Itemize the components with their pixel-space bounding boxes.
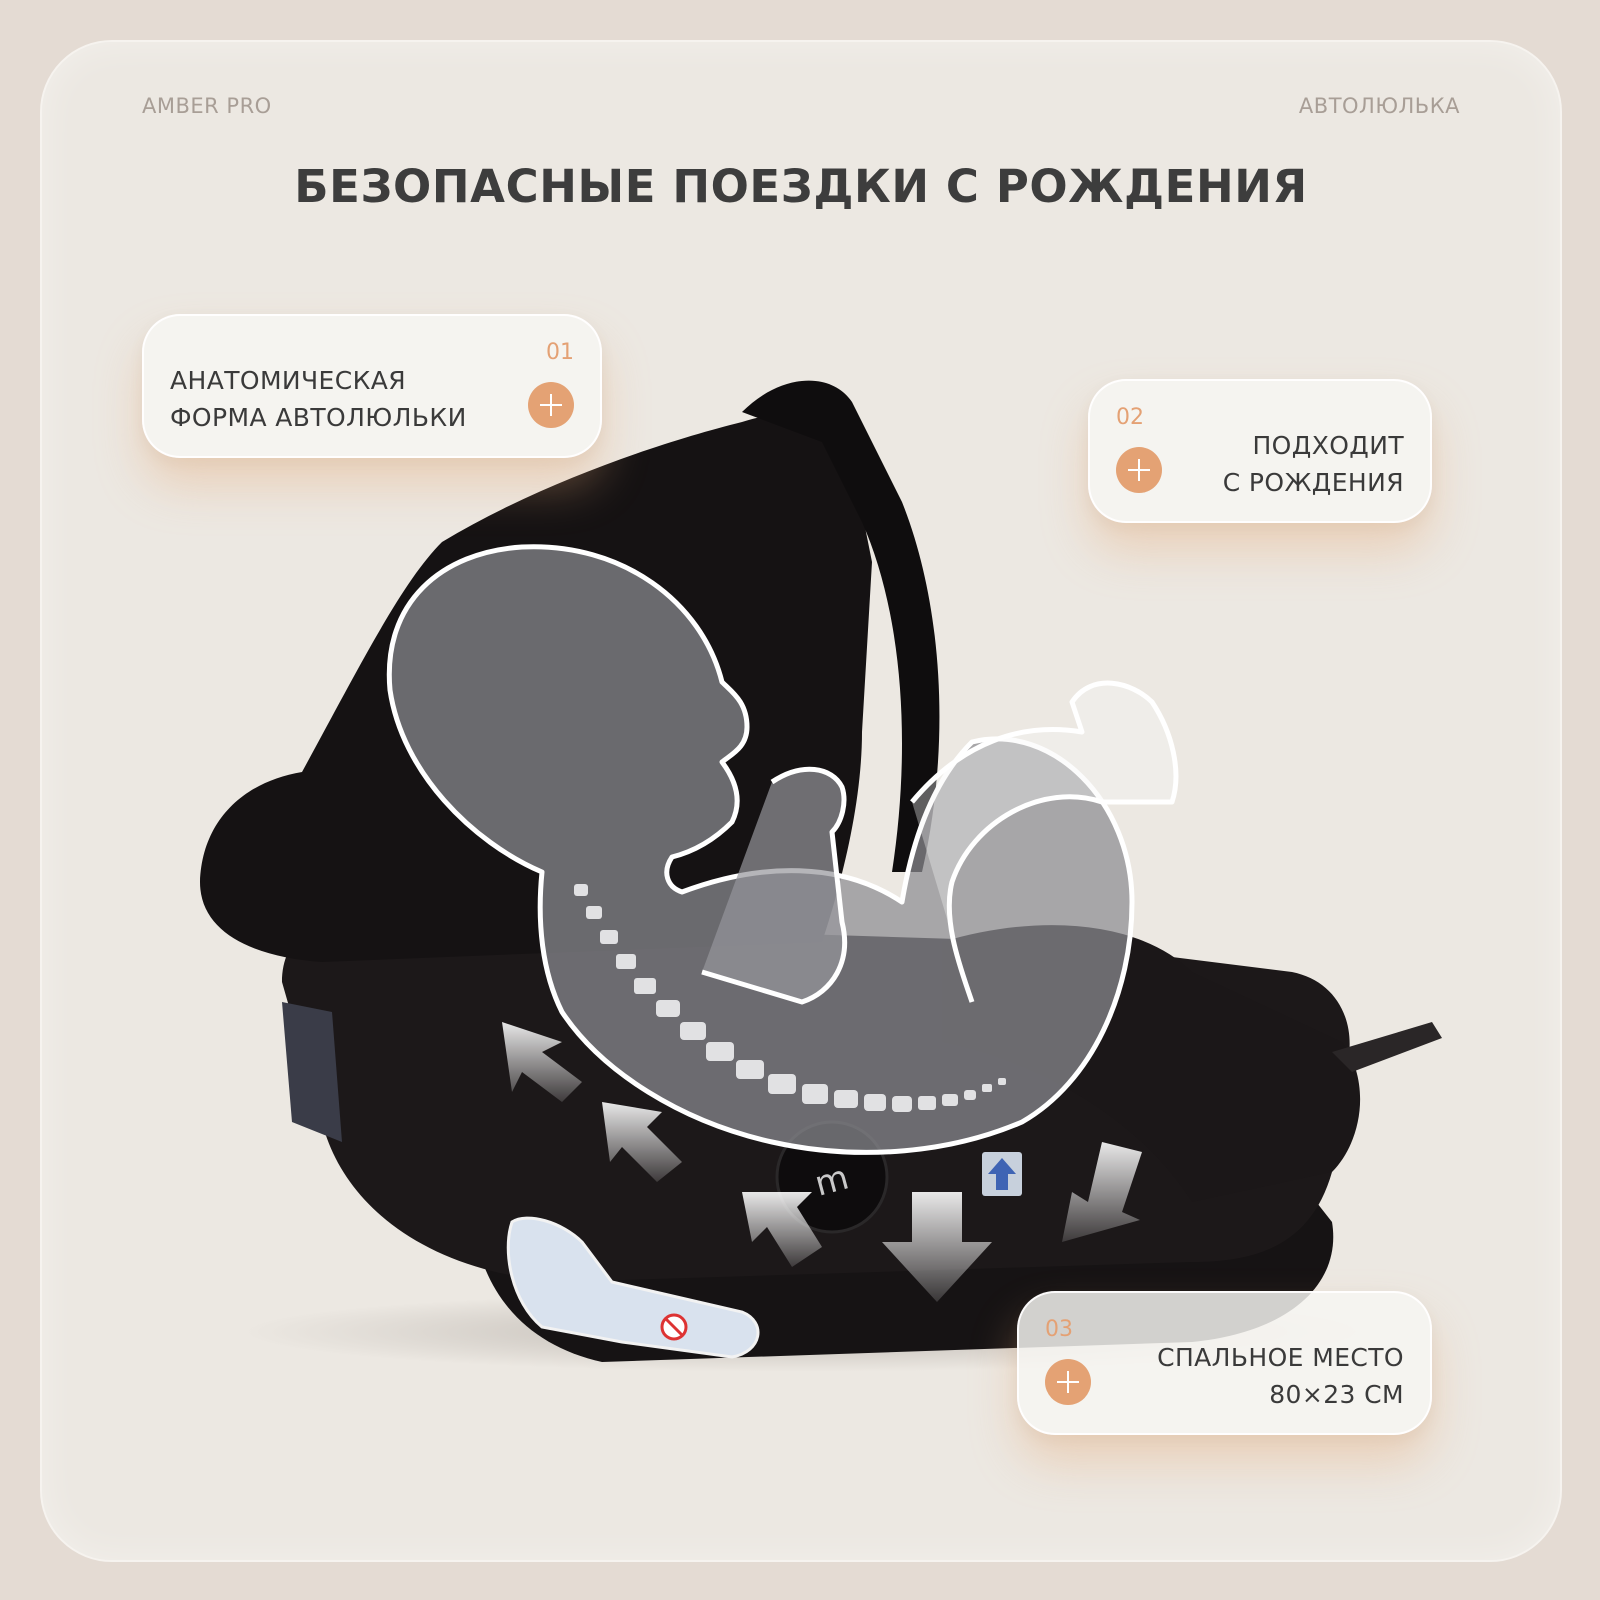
feature-text-line: АНАТОМИЧЕСКАЯ bbox=[170, 366, 407, 395]
product-card-frame: m bbox=[40, 40, 1562, 1562]
feature-text-line: ФОРМА АВТОЛЮЛЬКИ bbox=[170, 403, 467, 432]
spine-icon bbox=[574, 884, 1006, 1112]
product-category: АВТОЛЮЛЬКА bbox=[1298, 94, 1460, 118]
feature-text-line: 80×23 СМ bbox=[1269, 1380, 1404, 1409]
plus-icon[interactable] bbox=[528, 382, 574, 428]
feature-text-line: С РОЖДЕНИЯ bbox=[1222, 468, 1404, 497]
feature-number: 02 bbox=[1116, 405, 1144, 430]
feature-text: СПАЛЬНОЕ МЕСТО 80×23 СМ bbox=[1157, 1339, 1404, 1413]
seat-side-panel bbox=[282, 1002, 342, 1142]
feature-text-line: ПОДХОДИТ bbox=[1252, 431, 1404, 460]
instruction-sticker bbox=[506, 1216, 760, 1359]
feature-text-line: СПАЛЬНОЕ МЕСТО bbox=[1157, 1343, 1404, 1372]
feature-text: ПОДХОДИТ С РОЖДЕНИЯ bbox=[1223, 427, 1404, 501]
seat-strap bbox=[1332, 1022, 1442, 1072]
page-title: БЕЗОПАСНЫЕ ПОЕЗДКИ С РОЖДЕНИЯ bbox=[294, 160, 1308, 213]
feature-text: АНАТОМИЧЕСКАЯ ФОРМА АВТОЛЮЛЬКИ bbox=[170, 362, 467, 436]
plus-icon[interactable] bbox=[1116, 447, 1162, 493]
feature-number: 01 bbox=[546, 340, 574, 365]
brand-name: AMBER PRO bbox=[142, 94, 272, 118]
seat-handle bbox=[742, 380, 940, 872]
baby-silhouette-icon bbox=[386, 544, 1135, 1155]
feature-card-02[interactable]: 02 ПОДХОДИТ С РОЖДЕНИЯ bbox=[1088, 379, 1432, 523]
baby-arm bbox=[701, 766, 848, 1005]
feature-card-03[interactable]: 03 СПАЛЬНОЕ МЕСТО 80×23 СМ bbox=[1017, 1291, 1432, 1435]
feature-card-01[interactable]: 01 АНАТОМИЧЕСКАЯ ФОРМА АВТОЛЮЛЬКИ bbox=[142, 314, 602, 458]
pressure-arrow-icons bbox=[502, 1022, 1142, 1302]
baby-leg bbox=[910, 680, 1179, 1003]
feature-number: 03 bbox=[1045, 1317, 1073, 1342]
plus-icon[interactable] bbox=[1045, 1359, 1091, 1405]
